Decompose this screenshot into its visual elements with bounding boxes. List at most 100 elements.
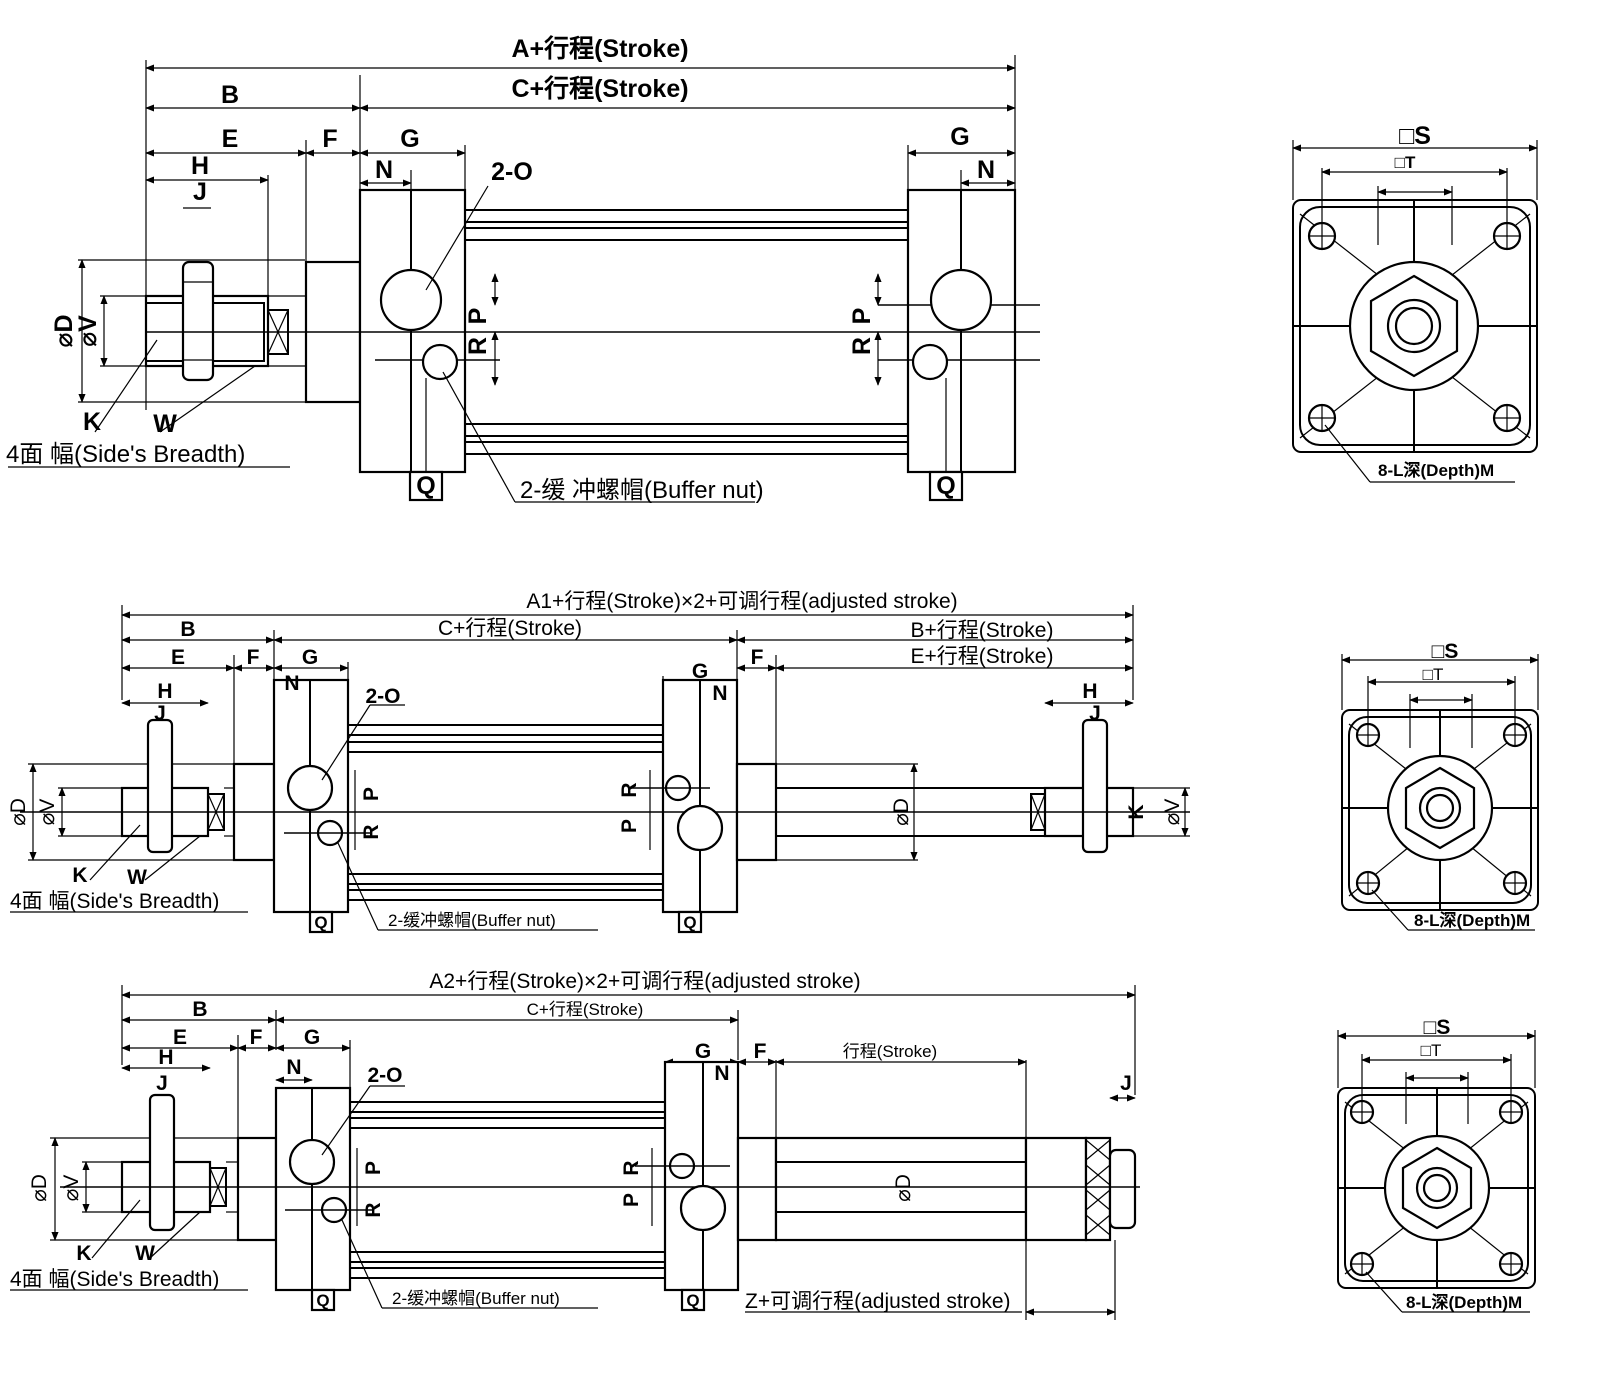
dim-f2-label: F bbox=[751, 646, 764, 669]
dim-p2-label: P bbox=[618, 819, 641, 833]
end-s-label: □S bbox=[1424, 1016, 1451, 1039]
end-depth-label: 8-L深(Depth)M bbox=[1406, 1292, 1522, 1312]
dim-q2-label: Q bbox=[683, 913, 696, 932]
dim-c-label: C+行程(Stroke) bbox=[527, 1000, 644, 1019]
dim-f2-label: F bbox=[754, 1040, 767, 1063]
dim-n2-label: N bbox=[977, 156, 995, 184]
dim-f-label: F bbox=[250, 1026, 263, 1049]
dim-q-label: Q bbox=[314, 913, 327, 932]
dim-z-label: Z+可调行程(adjusted stroke) bbox=[745, 1290, 1011, 1313]
dim-stroke-label: 行程(Stroke) bbox=[843, 1042, 937, 1061]
rod-nut bbox=[146, 718, 174, 854]
dim-r-label: R bbox=[362, 1202, 385, 1217]
port-label: 2-O bbox=[491, 158, 533, 186]
dim-v-label: ⌀V bbox=[36, 799, 59, 826]
dim-p2-label: P bbox=[848, 308, 876, 325]
rear-rod-nut bbox=[1081, 718, 1109, 854]
dim-v2-label: ⌀V bbox=[1161, 799, 1184, 826]
dim-r-label: R bbox=[360, 824, 383, 839]
port-label: 2-O bbox=[367, 1064, 402, 1087]
dim-r-label: R bbox=[464, 337, 492, 355]
dim-h-label: H bbox=[191, 152, 209, 180]
dim-b-label: B bbox=[180, 618, 195, 641]
dim-c-label: C+行程(Stroke) bbox=[438, 617, 582, 640]
dim-g-label: G bbox=[400, 125, 419, 153]
port-label: 2-O bbox=[365, 685, 400, 708]
dim-n-label: N bbox=[284, 672, 299, 695]
dim-h-label: H bbox=[158, 1046, 173, 1069]
side-breadth-label: 4面 幅(Side's Breadth) bbox=[10, 890, 219, 913]
end-t-label: □T bbox=[1395, 153, 1416, 172]
buffer-nut-label: 2-缓冲螺帽(Buffer nut) bbox=[392, 1289, 560, 1308]
dim-v-label: ⌀V bbox=[60, 1175, 83, 1202]
dim-w-label: W bbox=[153, 410, 177, 438]
dim-g-label: G bbox=[302, 646, 318, 669]
dim-e-label: E bbox=[173, 1026, 187, 1049]
dim-j2-label: J bbox=[1089, 702, 1101, 725]
dim-j-label: J bbox=[156, 1072, 168, 1095]
dim-q2-label: Q bbox=[686, 1291, 699, 1310]
dim-d-label: ⌀D bbox=[28, 1174, 51, 1202]
dim-g-label: G bbox=[304, 1026, 320, 1049]
dim-r2-label: R bbox=[620, 1160, 643, 1175]
dim-b2-label: B+行程(Stroke) bbox=[911, 619, 1054, 642]
mounting-holes bbox=[1307, 221, 1522, 433]
end-view-2: □S □T 8-L深(Depth)M bbox=[1341, 640, 1539, 931]
dim-r2-label: R bbox=[618, 782, 641, 797]
dim-n-label: N bbox=[375, 156, 393, 184]
dim-q-label: Q bbox=[416, 472, 435, 500]
buffer-nut-label: 2-缓 冲螺帽(Buffer nut) bbox=[520, 477, 764, 504]
dim-e-label: E bbox=[171, 646, 185, 669]
dim-n2-label: N bbox=[714, 1062, 729, 1085]
dim-b-label: B bbox=[192, 998, 207, 1021]
buffer-nut-rear bbox=[911, 343, 949, 381]
dim-d2-label: ⌀D bbox=[892, 1174, 915, 1202]
dim-p2-label: P bbox=[620, 1193, 643, 1207]
dim-total-label: A2+行程(Stroke)×2+可调行程(adjusted stroke) bbox=[429, 970, 860, 993]
end-s-label: □S bbox=[1399, 122, 1431, 150]
dim-e2-label: E+行程(Stroke) bbox=[911, 645, 1054, 668]
end-depth-label: 8-L深(Depth)M bbox=[1378, 460, 1494, 480]
dim-f-label: F bbox=[247, 646, 260, 669]
dim-g2-label: G bbox=[950, 123, 969, 151]
dim-j-label: J bbox=[154, 702, 166, 725]
dim-v-label: ⌀V bbox=[74, 315, 102, 347]
dim-j2-label: J bbox=[1120, 1072, 1132, 1095]
dim-d-label: ⌀D bbox=[50, 314, 78, 347]
dim-w-label: W bbox=[135, 1242, 155, 1265]
dim-g2-label: G bbox=[695, 1040, 711, 1063]
dim-j-label: J bbox=[193, 178, 207, 206]
dim-b-label: B bbox=[221, 81, 239, 109]
dim-k-label: K bbox=[72, 864, 87, 887]
end-view-3: □S □T 8-L深(Depth)M bbox=[1337, 1016, 1536, 1313]
end-t-label: □T bbox=[1423, 665, 1444, 684]
dim-q-label: Q bbox=[316, 1291, 329, 1310]
adjusting-nut bbox=[1108, 1148, 1137, 1230]
dim-g2-label: G bbox=[692, 660, 708, 683]
side-breadth-label: 4面 幅(Side's Breadth) bbox=[6, 441, 245, 468]
buffer-nut-label: 2-缓冲螺帽(Buffer nut) bbox=[388, 911, 556, 930]
rod-nut bbox=[148, 1093, 176, 1232]
dim-r2-label: R bbox=[848, 337, 876, 355]
dim-f-label: F bbox=[322, 125, 337, 153]
dim-p-label: P bbox=[360, 787, 383, 801]
port-front bbox=[379, 268, 443, 332]
dim-e-label: E bbox=[222, 125, 239, 153]
dim-n-label: N bbox=[286, 1056, 301, 1079]
side-view-3: A2+行程(Stroke)×2+可调行程(adjusted stroke) C+… bbox=[10, 970, 1140, 1320]
end-view-1: □S □T 8-L深(Depth)M bbox=[1292, 122, 1538, 483]
port-rear bbox=[929, 268, 993, 332]
dim-n2-label: N bbox=[712, 682, 727, 705]
dim-total-label: A+行程(Stroke) bbox=[511, 35, 688, 63]
rod-nut bbox=[181, 260, 215, 382]
buffer-nut-front bbox=[421, 343, 459, 381]
side-breadth-label: 4面 幅(Side's Breadth) bbox=[10, 1268, 219, 1291]
dim-h-label: H bbox=[157, 680, 172, 703]
dim-k-label: K bbox=[76, 1242, 91, 1265]
end-t-label: □T bbox=[1421, 1041, 1442, 1060]
dim-d-label: ⌀D bbox=[7, 798, 30, 826]
dim-k-label: K bbox=[83, 408, 101, 436]
dim-d2-label: ⌀D bbox=[890, 798, 913, 826]
end-depth-label: 8-L深(Depth)M bbox=[1414, 910, 1530, 930]
